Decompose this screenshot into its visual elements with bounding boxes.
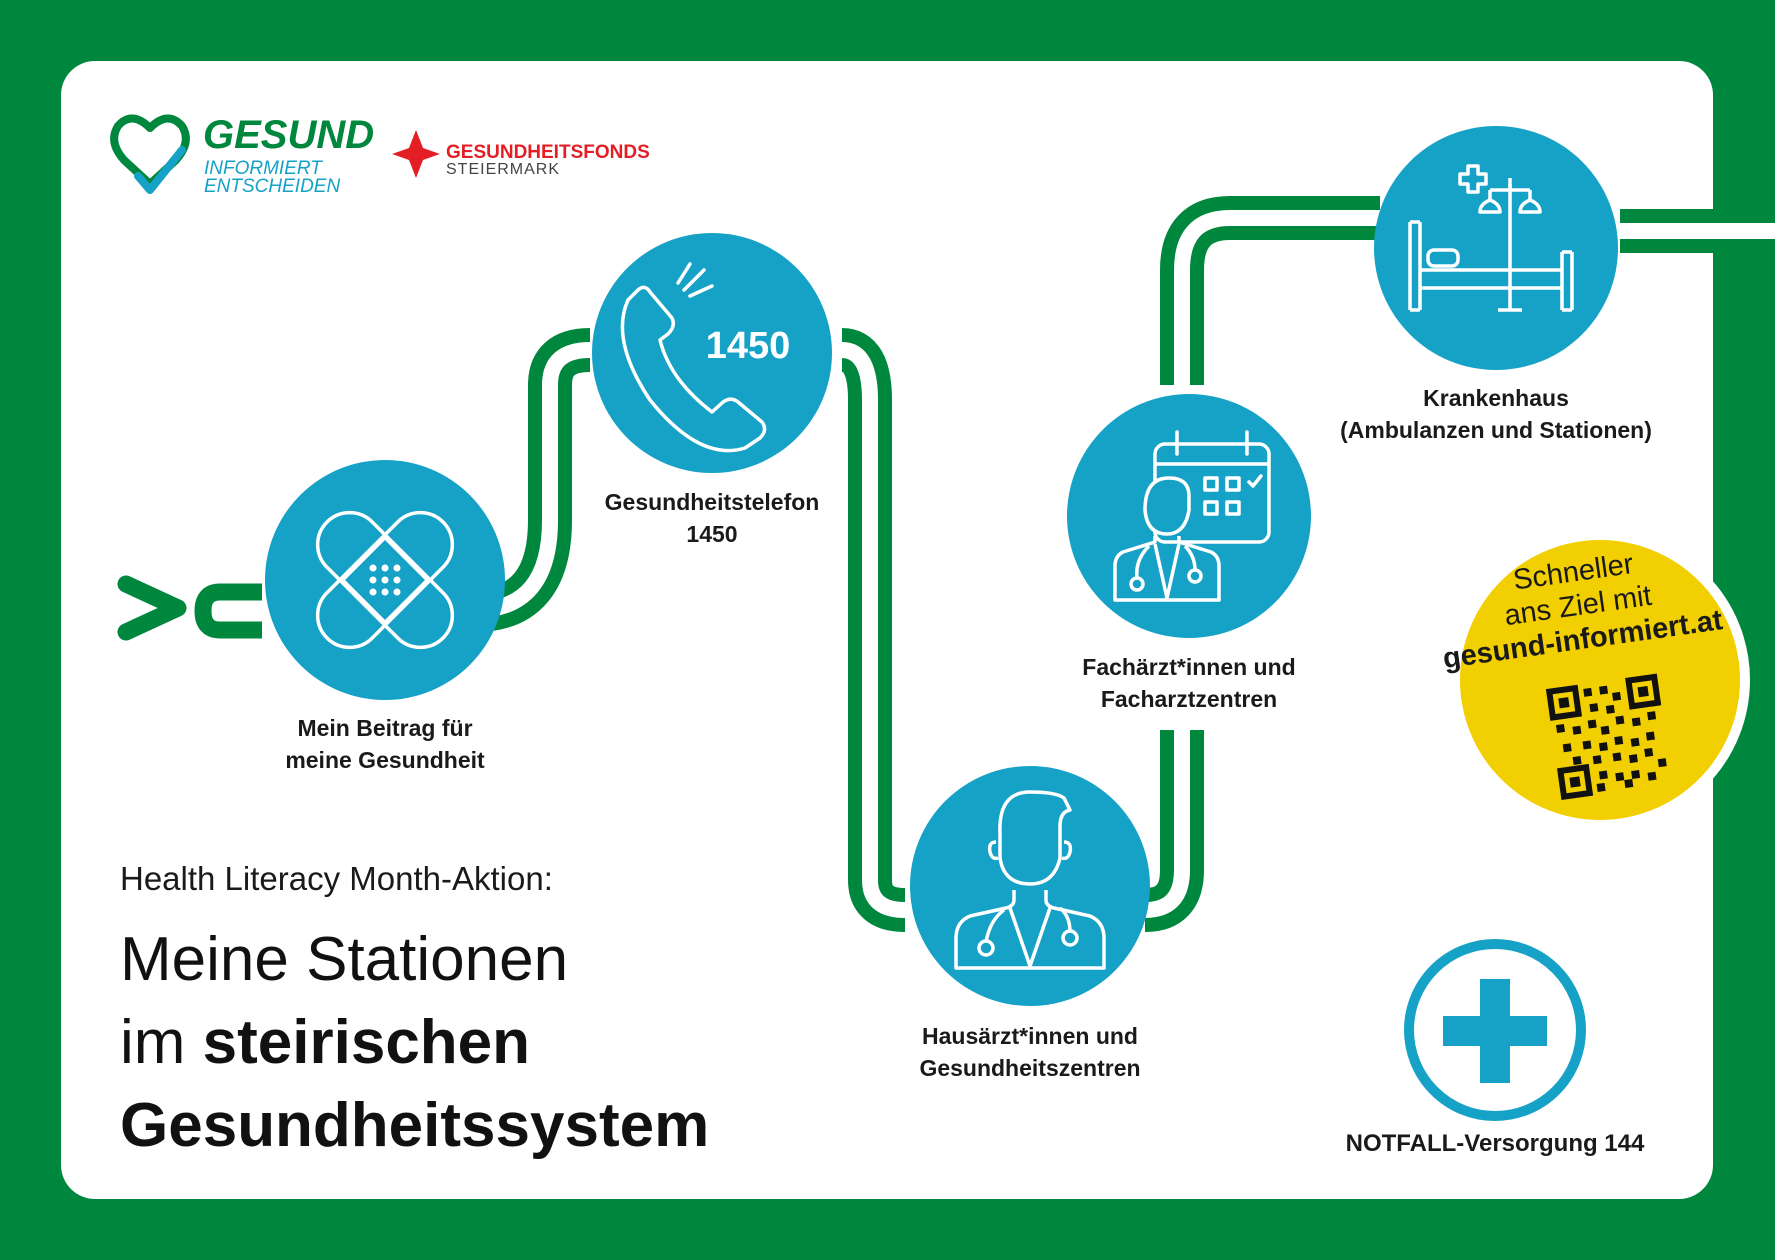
bandage-icon <box>315 510 455 650</box>
fonds-logo-name: GESUNDHEITSFONDS <box>446 142 650 163</box>
headline-kicker: Health Literacy Month-Aktion: <box>120 860 553 897</box>
qr-badge <box>1450 530 1750 830</box>
hospital-bed-icon <box>1408 164 1574 312</box>
medical-cross-icon <box>1404 939 1586 1121</box>
station-label-facharzt: Fachärzt*innen und Facharztzentren <box>1082 654 1296 713</box>
station-label-hausarzt: Hausärzt*innen und Gesundheitszentren <box>919 1023 1141 1082</box>
start-marker-icon <box>117 575 262 641</box>
gesundheitsfonds-star-logo-icon <box>392 130 440 178</box>
headline-title: Meine Stationen im steirischen Gesundhei… <box>120 925 710 1160</box>
gesund-logo-line1: INFORMIERT <box>204 158 322 179</box>
phone-number-text: 1450 <box>706 325 791 367</box>
doctor-icon <box>954 790 1106 970</box>
station-circle-hausarzt <box>910 766 1150 1006</box>
phone-icon <box>620 262 767 453</box>
specialist-calendar-icon <box>1113 430 1271 602</box>
station-circle-krankenhaus <box>1374 126 1618 370</box>
gesund-logo-title: GESUND <box>203 113 375 157</box>
gesund-logo-line2: ENTSCHEIDEN <box>204 176 341 197</box>
station-label-telefon: Gesundheitstelefon 1450 <box>604 489 820 548</box>
qr-code-icon <box>1545 673 1672 801</box>
emergency-label: NOTFALL-Versorgung 144 <box>1345 1130 1645 1157</box>
station-label-krankenhaus: Krankenhaus (Ambulanzen und Stationen) <box>1340 385 1652 444</box>
gesund-heart-logo-icon <box>110 114 190 194</box>
fonds-logo-sub: STEIERMARK <box>446 161 561 178</box>
station-label-beitrag: Mein Beitrag für meine Gesundheit <box>285 715 485 774</box>
